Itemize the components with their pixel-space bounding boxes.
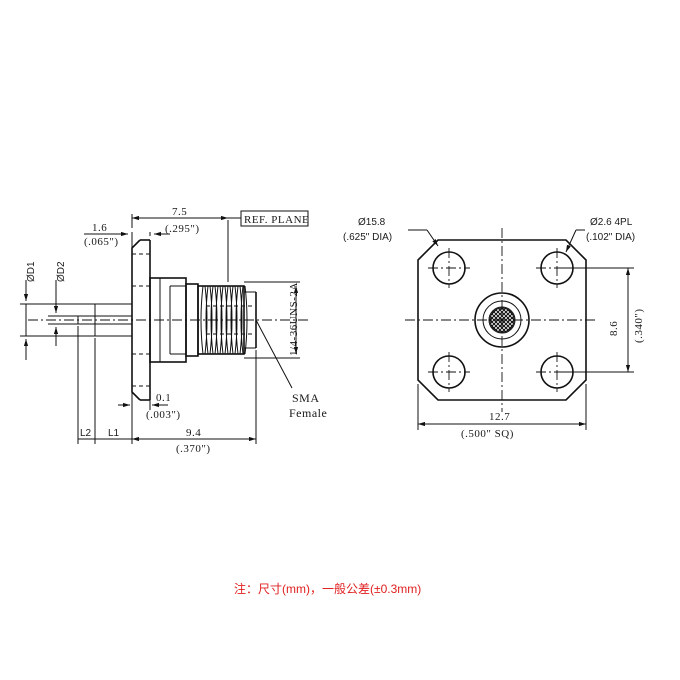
thread-side bbox=[197, 285, 257, 355]
hole-dia-inch: (.102" DIA) bbox=[586, 232, 635, 243]
dim-12-7-label: 12.7 bbox=[489, 411, 510, 423]
dim-12-7-inch: (.500" SQ) bbox=[461, 428, 514, 440]
flange-front bbox=[417, 239, 587, 401]
dim-0-1-label: 0.1 bbox=[156, 392, 171, 404]
dim-1-6: 1.6 (.065") bbox=[84, 222, 170, 250]
pin-tail bbox=[77, 303, 132, 337]
connector-face bbox=[474, 292, 530, 348]
l1-label: L1 bbox=[108, 428, 120, 439]
dim-8-6-label: 8.6 bbox=[608, 321, 620, 336]
hole-dia-callout: Ø2.6 4PL (.102" DIA) bbox=[565, 217, 635, 253]
dim-9-4-inch: (.370") bbox=[176, 443, 211, 455]
female-label: Female bbox=[289, 406, 327, 420]
dim-length: L2 L1 9.4 (.370") bbox=[77, 326, 257, 455]
side-view: 1.6 (.065") 7.5 (.295") REF. PLANE bbox=[20, 206, 327, 455]
dim-7-5-label: 7.5 bbox=[172, 206, 187, 218]
dim-7-5: 7.5 (.295") bbox=[131, 206, 229, 282]
tolerance-note: 注：尺寸(mm)，一般公差(±0.3mm) bbox=[234, 581, 421, 596]
dim-1-6-inch: (.065") bbox=[84, 236, 119, 248]
l2-label: L2 bbox=[80, 428, 92, 439]
dim-12-7: 12.7 (.500" SQ) bbox=[417, 384, 587, 440]
hole-dia-label: Ø2.6 4PL bbox=[590, 217, 633, 228]
dim-8-6-inch: (.340") bbox=[633, 308, 645, 343]
dim-0-1-inch: (.003") bbox=[146, 409, 181, 421]
d1-label: ØD1 bbox=[26, 261, 37, 282]
d2-label: ØD2 bbox=[56, 261, 67, 282]
thread-callout: 1/4-36UNS-2A bbox=[244, 281, 300, 359]
dim-9-4-label: 9.4 bbox=[186, 427, 201, 439]
dim-1-6-label: 1.6 bbox=[92, 222, 107, 234]
flange-dia-inch: (.625" DIA) bbox=[343, 232, 392, 243]
front-view: Ø15.8 (.625" DIA) Ø2.6 4PL (.102" DIA) 8… bbox=[343, 217, 645, 440]
dim-0-1: 0.1 (.003") bbox=[118, 392, 181, 421]
thread-label: 1/4-36UNS-2A bbox=[288, 282, 300, 356]
sma-label: SMA bbox=[292, 391, 320, 405]
dim-8-6: 8.6 (.340") bbox=[557, 267, 645, 373]
flange-dia-label: Ø15.8 bbox=[358, 217, 386, 228]
ref-plane-label: REF. PLANE bbox=[244, 214, 309, 226]
dim-7-5-inch: (.295") bbox=[165, 223, 200, 235]
dim-d1-d2: ØD1 ØD2 bbox=[20, 261, 95, 360]
flange-dia-callout: Ø15.8 (.625" DIA) bbox=[343, 217, 439, 247]
ref-plane: REF. PLANE bbox=[228, 210, 309, 227]
sma-callout: SMA Female bbox=[255, 319, 327, 420]
